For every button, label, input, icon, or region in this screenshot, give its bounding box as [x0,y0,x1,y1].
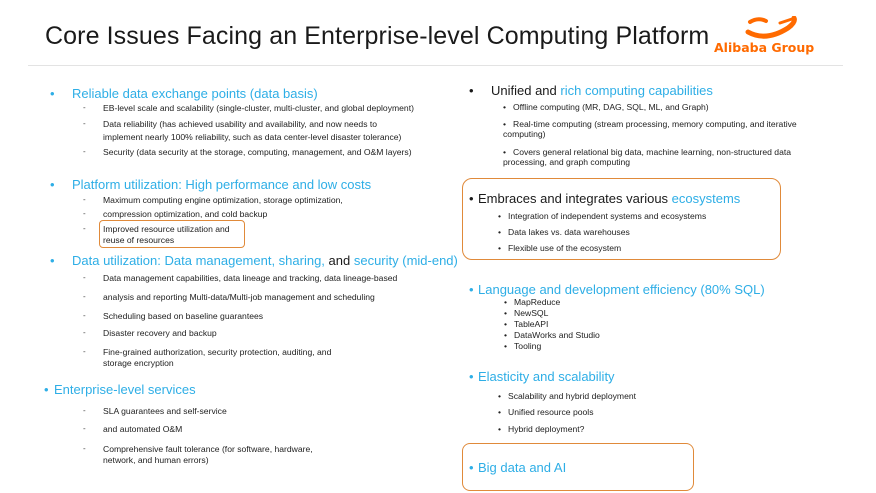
list-item: •DataWorks and Studio [504,330,600,340]
dash-icon: - [83,347,86,356]
title-divider [28,65,843,66]
list-item: network, and human errors) [103,455,209,465]
bullet-icon: • [50,177,55,192]
dash-icon: - [83,119,86,128]
bullet-icon: • [498,424,502,434]
logo-text: Alibaba Group [714,40,815,55]
bullet-icon: • [469,83,474,98]
list-item: •Integration of independent systems and … [498,211,707,221]
dash-icon: - [83,224,86,233]
bullet-icon: • [50,253,55,268]
dash-icon: - [83,406,86,415]
bullet-icon: • [469,191,474,206]
heading-platform-utilization: • Platform utilization: High performance… [50,177,372,192]
list-item: processing, and graph computing [503,157,631,167]
dash-icon: - [83,103,86,112]
heading-big-data-ai: • Big data and AI [469,460,567,475]
slide-title: Core Issues Facing an Enterprise-level C… [45,22,710,50]
list-item: -analysis and reporting Multi-data/Multi… [83,292,375,302]
dash-icon: - [83,209,86,218]
highlight-box-big-data-ai [462,443,694,491]
list-item: •TableAPI [504,319,549,329]
bullet-icon: • [498,211,502,221]
list-item: -Data management capabilities, data line… [83,273,398,283]
list-item: -Maximum computing engine optimization, … [83,195,343,205]
bullet-icon: • [469,282,474,297]
list-item: •Scalability and hybrid deployment [498,391,637,401]
bullet-icon: • [498,391,502,401]
bullet-icon: • [504,341,508,351]
dash-icon: - [83,311,86,320]
bullet-icon: • [504,308,508,318]
bullet-icon: • [50,86,55,101]
dash-icon: - [83,424,86,433]
bullet-icon: • [503,119,507,129]
list-item: -Security (data security at the storage,… [83,147,412,157]
list-item: -Comprehensive fault tolerance (for soft… [83,444,313,454]
list-item: -compression optimization, and cold back… [83,209,268,219]
list-item: reuse of resources [103,235,175,245]
heading-enterprise-services: • Enterprise-level services [44,382,196,397]
list-item: •Hybrid deployment? [498,424,585,434]
list-item: •NewSQL [504,308,549,318]
dash-icon: - [83,273,86,282]
bullet-icon: • [504,319,508,329]
list-item: •Offline computing (MR, DAG, SQL, ML, an… [503,102,709,112]
dash-icon: - [83,147,86,156]
list-item: -EB-level scale and scalability (single-… [83,103,414,113]
bullet-icon: • [503,147,507,157]
list-item: •Flexible use of the ecosystem [498,243,622,253]
list-item: •Real-time computing (stream processing,… [503,119,797,129]
bullet-icon: • [504,330,508,340]
bullet-icon: • [469,369,474,384]
dash-icon: - [83,292,86,301]
heading-language-efficiency: • Language and development efficiency (8… [469,282,765,297]
bullet-icon: • [504,297,508,307]
list-item: •Data lakes vs. data warehouses [498,227,630,237]
list-item: •Covers general relational big data, mac… [503,147,792,157]
list-item: •Tooling [504,341,542,351]
alibaba-group-logo: Alibaba Group [714,16,834,58]
list-item: •MapReduce [504,297,561,307]
list-item: -Improved resource utilization and [83,224,230,234]
bullet-icon: • [498,243,502,253]
list-item: -Scheduling based on baseline guarantees [83,311,264,321]
heading-ecosystems: • Embraces and integrates various ecosys… [469,191,741,206]
list-item: storage encryption [103,358,174,368]
bullet-icon: • [498,407,502,417]
highlight-box-resource-utilization [99,220,245,248]
bullet-icon: • [503,102,507,112]
dash-icon: - [83,195,86,204]
heading-unified-computing: • Unified and rich computing capabilitie… [469,83,713,98]
list-item: -Fine-grained authorization, security pr… [83,347,332,357]
alibaba-smile-logo-icon [745,16,797,39]
heading-data-utilization: • Data utilization: Data management, sha… [50,253,458,268]
list-item: -Disaster recovery and backup [83,328,217,338]
list-item: implement nearly 100% reliability, such … [103,132,402,142]
heading-reliable-data: • Reliable data exchange points (data ba… [50,86,318,101]
highlight-box-ecosystems [462,178,781,260]
bullet-icon: • [469,460,474,475]
list-item: -Data reliability (has achieved usabilit… [83,119,378,129]
list-item: •Unified resource pools [498,407,594,417]
list-item: -and automated O&M [83,424,183,434]
dash-icon: - [83,444,86,453]
heading-elasticity: • Elasticity and scalability [469,369,615,384]
list-item: computing) [503,129,546,139]
bullet-icon: • [44,382,49,397]
list-item: -SLA guarantees and self-service [83,406,227,416]
dash-icon: - [83,328,86,337]
bullet-icon: • [498,227,502,237]
